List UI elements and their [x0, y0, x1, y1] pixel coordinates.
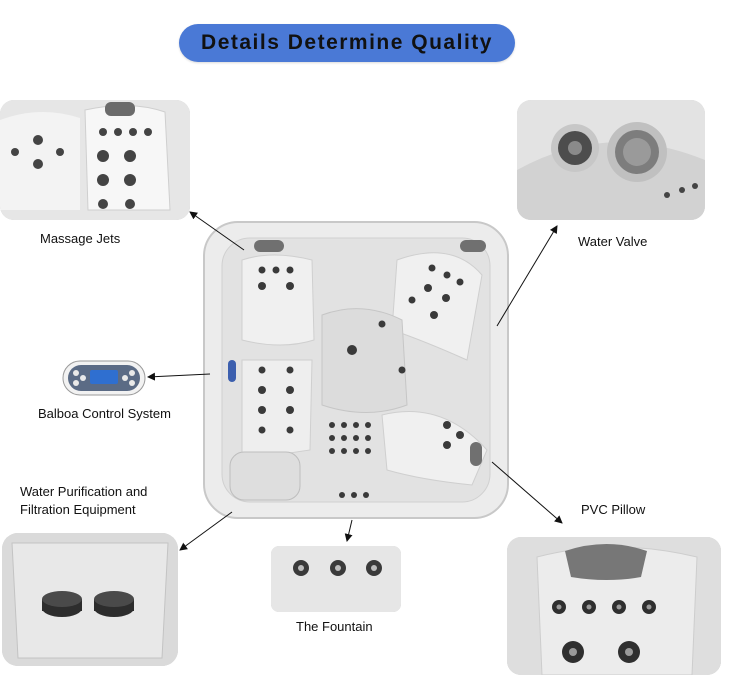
water-valve-photo: [517, 100, 705, 220]
pvc-pillow-label: PVC Pillow: [581, 502, 646, 517]
purification-label-line1: Water Purification and: [20, 484, 148, 499]
page-title: Details Determine Quality: [179, 24, 515, 62]
balboa-label: Balboa Control System: [38, 406, 171, 421]
massage-jets-label: Massage Jets: [40, 231, 121, 246]
arrow-balboa: [147, 372, 211, 381]
water-valve-label: Water Valve: [578, 234, 648, 249]
hot-tub-image: [202, 220, 510, 520]
arrow-fountain: [344, 519, 353, 542]
fountain-label: The Fountain: [296, 619, 373, 634]
fountain-photo: [271, 546, 401, 612]
purification-label-line2: Filtration Equipment: [20, 502, 136, 517]
pvc-pillow-photo: [507, 537, 721, 675]
balboa-controller: [62, 358, 146, 398]
purification-photo: [2, 533, 178, 666]
massage-jets-photo: [0, 100, 190, 220]
